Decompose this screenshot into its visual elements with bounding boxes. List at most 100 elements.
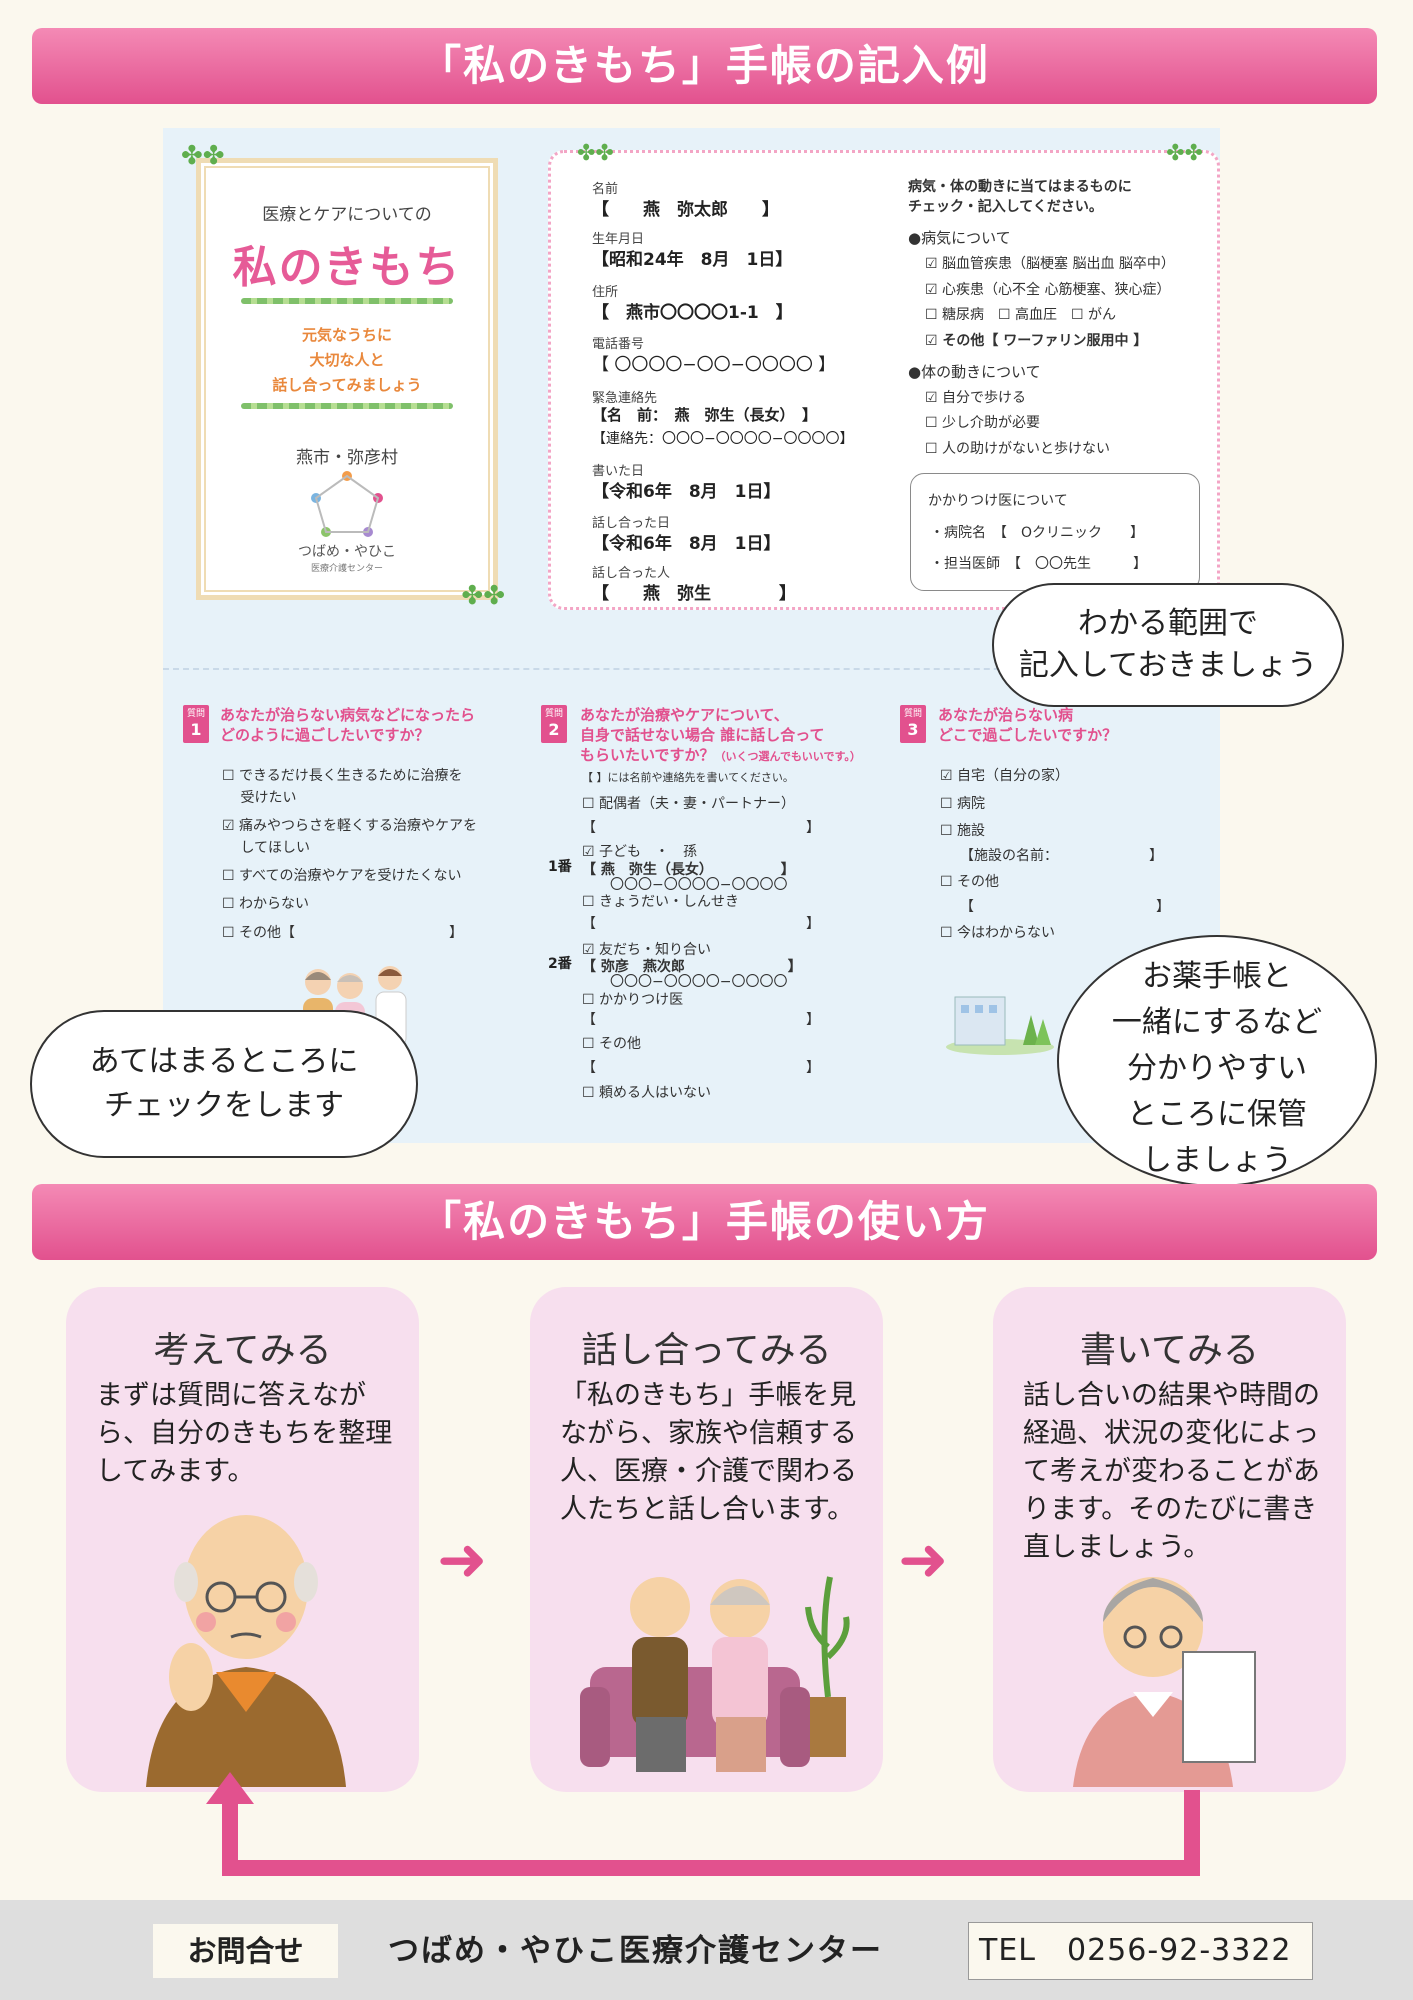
contact-label: お問合せ — [153, 1924, 338, 1978]
emergency-tel: 【連絡先：〇〇〇−〇〇〇〇−〇〇〇〇】 — [592, 431, 854, 447]
emergency-label: 緊急連絡先 — [592, 391, 658, 406]
movement-item: ☐ 人の助けがないと歩けない — [925, 441, 1111, 457]
tip-bubble-range: わかる範囲で記入しておきましょう — [992, 583, 1344, 707]
doctor-box — [910, 473, 1200, 591]
option: ☐ わからない — [222, 896, 310, 912]
option: ☐ きょうだい・しんせき — [582, 894, 740, 910]
disease-heading: ●病気について — [908, 229, 1011, 247]
step-title: 書いてみる — [1080, 1330, 1259, 1371]
cover-area: 燕市・弥彦村 — [296, 448, 398, 468]
movement-item: ☑ 自分で歩ける — [925, 390, 1027, 406]
option: 〇〇〇−〇〇〇〇−〇〇〇〇 — [582, 974, 788, 990]
option: ☐ かかりつけ医 — [582, 992, 684, 1008]
woman-with-paper-illustration — [1073, 1577, 1256, 1787]
cover-subtitle: 医療とケアについての — [262, 205, 432, 225]
option: してほしい — [222, 840, 311, 856]
talked-value: 【令和6年 8月 1日】 — [592, 534, 781, 554]
option: 【 】 — [582, 1060, 820, 1076]
clover-icon: ✤✤ — [1166, 141, 1203, 166]
tip-bubble-storage: お薬手帳と一緒にするなど分かりやすいところに保管しましょう — [1057, 935, 1377, 1187]
question-text: あなたが治らない病どこで過ごしたいですか？ — [938, 706, 1118, 744]
option: ☑ 自宅（自分の家） — [940, 768, 1070, 784]
birth-label: 生年月日 — [592, 232, 645, 247]
clover-icon: ✤✤ — [461, 581, 505, 611]
arrow-right-icon: ➜ — [437, 1525, 488, 1595]
option: ☐ すべての治療やケアを受けたくない — [222, 868, 462, 884]
option: 【施設の名前： 】 — [960, 848, 1163, 864]
step-text: 「私のきもち」手帳を見ながら、家族や信頼する人、医療・介護で関わる人たちと話し合… — [560, 1380, 857, 1525]
center-logo-icon — [311, 471, 383, 537]
option: ☐ 病院 — [940, 796, 986, 812]
question-text: あなたが治らない病気などになったらどのように過ごしたいですか？ — [220, 706, 476, 744]
rank-label: 1番 — [548, 859, 572, 875]
disease-item: ☐ 糖尿病 ☐ 高血圧 ☐ がん — [925, 307, 1117, 323]
thinking-man-illustration — [146, 1515, 346, 1787]
option: ☐ その他 — [940, 874, 1000, 890]
conditions-instruction: 病気・体の動きに当てはまるものに チェック・記入してください。 — [908, 179, 1132, 215]
option: ☐ 配偶者（夫・妻・パートナー） — [582, 796, 796, 812]
movement-item: ☐ 少し介助が必要 — [925, 415, 1041, 431]
couple-on-sofa-illustration — [580, 1576, 850, 1772]
cover-title: 私のきもち — [232, 242, 462, 293]
option: 受けたい — [222, 790, 297, 806]
dashed-divider — [163, 668, 1220, 670]
question-note: 【 】には名前や連絡先を書いてください。 — [582, 771, 794, 784]
rank-label: 2番 — [548, 956, 572, 972]
step-card-discuss: 話し合ってみる 「私のきもち」手帳を見ながら、家族や信頼する人、医療・介護で関わ… — [530, 1287, 883, 1792]
example-header: 「私のきもち」手帳の記入例 — [32, 28, 1377, 104]
address-value: 【 燕市〇〇〇〇1-1 】 — [592, 303, 793, 323]
hospital-illustration — [946, 996, 1054, 1055]
option: ☐ 頼める人はいない — [582, 1085, 712, 1101]
talked-with-value: 【 燕 弥生 】 — [592, 584, 796, 604]
step-title: 話し合ってみる — [581, 1330, 832, 1371]
emergency-name: 【名 前： 燕 弥生（長女） 】 — [592, 406, 818, 424]
hospital-field: ・病院名 【 Oクリニック 】 — [930, 525, 1145, 541]
option: ☐ できるだけ長く生きるために治療を — [222, 768, 463, 784]
disease-item: ☑ 脳血管疾患（脳梗塞 脳出血 脳卒中） — [925, 256, 1175, 272]
vine-decoration — [241, 403, 453, 409]
step-card-write: 書いてみる 話し合いの結果や時間の経過、状況の変化によって考えが変わることがあり… — [993, 1287, 1346, 1792]
option: ☐ 施設 — [940, 823, 986, 839]
cover-message: 元気なうちに 大切な人と 話し合ってみましょう — [272, 326, 422, 394]
tip-bubble-check: あてはまるところにチェックをします — [30, 1010, 418, 1158]
option: ☑ 痛みやつらさを軽くする治療やケアを — [222, 818, 477, 834]
talked-label: 話し合った日 — [592, 516, 671, 531]
option: ☐ 今はわからない — [940, 925, 1056, 941]
movement-heading: ●体の動きについて — [908, 363, 1041, 381]
disease-item: ☑ その他【 ワーファリン服用中 】 — [925, 333, 1148, 349]
usage-header: 「私のきもち」手帳の使い方 — [32, 1184, 1377, 1260]
option: 【 】 — [582, 1012, 820, 1028]
written-value: 【令和6年 8月 1日】 — [592, 482, 781, 502]
option: ☐ その他 — [582, 1036, 642, 1052]
step-title: 考えてみる — [153, 1330, 332, 1371]
step-card-think: 考えてみる まずは質問に答えながら、自分のきもちを整理してみます。 — [66, 1287, 419, 1792]
option: ☐ その他【 】 — [222, 925, 463, 941]
name-value: 【 燕 弥太郎 】 — [592, 200, 779, 220]
clover-icon: ✤✤ — [577, 141, 614, 166]
step-text: 話し合いの結果や時間の経過、状況の変化によって考えが変わることがあります。そのた… — [1023, 1380, 1320, 1563]
option: 【 燕 弥生（長女） 】 — [582, 862, 795, 878]
contact-name: つばめ・やひこ医療介護センター — [388, 1933, 883, 1969]
disease-item: ☑ 心疾患（心不全 心筋梗塞、狭心症） — [925, 282, 1171, 298]
phone-value: 【 〇〇〇〇−〇〇−〇〇〇〇 】 — [592, 355, 836, 375]
cover-org: つばめ・やひこ — [298, 544, 396, 560]
arrow-up-icon — [206, 1772, 254, 1804]
name-label: 名前 — [592, 182, 619, 197]
loop-arrow — [222, 1790, 1200, 1876]
vine-decoration — [241, 298, 453, 304]
cover-org-sub: 医療介護センター — [310, 564, 383, 574]
option: ☑ 友だち・知り合い — [582, 942, 712, 958]
question-text: あなたが治療やケアについて、自身で話せない場合 誰に話し合って もらいたいですか… — [580, 706, 861, 764]
option: 〇〇〇−〇〇〇〇−〇〇〇〇 — [582, 877, 788, 893]
option: 【 】 — [960, 899, 1170, 915]
clover-icon: ✤✤ — [181, 141, 225, 171]
contact-phone[interactable]: TEL 0256-92-3322 — [968, 1922, 1313, 1980]
talked-with-label: 話し合った人 — [592, 566, 671, 581]
option: 【 弥彦 燕次郎 】 — [582, 959, 802, 975]
step-text: まずは質問に答えながら、自分のきもちを整理してみます。 — [96, 1380, 393, 1487]
option: 【 】 — [582, 820, 820, 836]
option: ☑ 子ども ・ 孫 — [582, 844, 698, 860]
written-label: 書いた日 — [592, 464, 645, 479]
